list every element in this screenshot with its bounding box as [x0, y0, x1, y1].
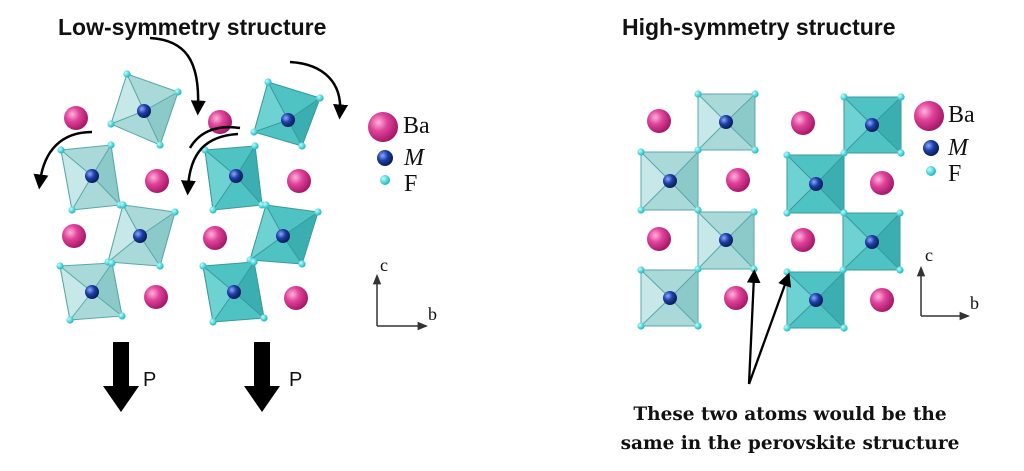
pointer-arrow — [747, 272, 792, 385]
rotation-arrow — [289, 60, 349, 120]
octahedra-column-b-right — [786, 96, 902, 329]
pointer-arrow — [746, 269, 761, 385]
high-symmetry-structure — [637, 90, 971, 385]
m-legend-label: M — [948, 135, 968, 161]
f-atoms-right — [637, 90, 905, 332]
b-axis-label: b — [970, 293, 979, 313]
rotation-arrow — [33, 130, 93, 190]
polarization-arrow — [244, 342, 280, 412]
polarization-label: P — [289, 369, 303, 391]
f-legend-swatch — [926, 166, 936, 176]
legend-atoms-left — [368, 112, 398, 185]
polarization-arrow — [103, 342, 139, 412]
m-atoms-left — [85, 104, 295, 299]
high-symmetry-title: High-symmetry structure — [622, 14, 896, 40]
b-axis-label: b — [428, 304, 437, 324]
rotation-arrow — [149, 36, 206, 116]
ba-atoms-right — [647, 109, 894, 312]
caption-line-2: same in the perovskite structure — [620, 433, 960, 454]
ba-legend-label: Ba — [403, 113, 430, 139]
caption-line-1: These two atoms would be the — [633, 404, 947, 425]
rotation-arrow — [188, 125, 241, 149]
c-axis-label: c — [380, 255, 388, 275]
m-atoms-right — [663, 115, 879, 307]
low-symmetry-structure — [33, 36, 429, 412]
polarization-label: P — [143, 369, 157, 391]
rotation-arrow — [180, 132, 239, 196]
polarization-arrows — [103, 342, 280, 412]
legend-atoms-right — [914, 101, 944, 176]
ba-legend-swatch — [368, 112, 398, 142]
low-symmetry-title: Low-symmetry structure — [58, 14, 327, 40]
octahedron — [202, 261, 265, 323]
c-axis-label: c — [925, 245, 933, 265]
f-legend-label: F — [404, 171, 418, 197]
f-legend-swatch — [380, 175, 390, 185]
axes-left — [372, 273, 429, 331]
ba-atoms-left — [62, 106, 311, 310]
octahedron — [697, 211, 755, 270]
ba-legend-label: Ba — [948, 102, 975, 128]
pointer-arrows — [746, 269, 792, 385]
rotation-arrows — [33, 36, 349, 196]
m-legend-swatch — [377, 150, 393, 166]
axes-right — [916, 265, 971, 321]
ba-legend-swatch — [914, 101, 944, 131]
octahedron — [842, 212, 901, 271]
octahedron — [786, 154, 845, 214]
f-atoms-left — [56, 70, 324, 326]
m-legend-swatch — [923, 140, 939, 156]
caption: These two atoms would be the same in the… — [560, 400, 1020, 458]
f-legend-label: F — [948, 161, 962, 187]
m-legend-label: M — [404, 145, 424, 171]
octahedron — [640, 151, 699, 211]
